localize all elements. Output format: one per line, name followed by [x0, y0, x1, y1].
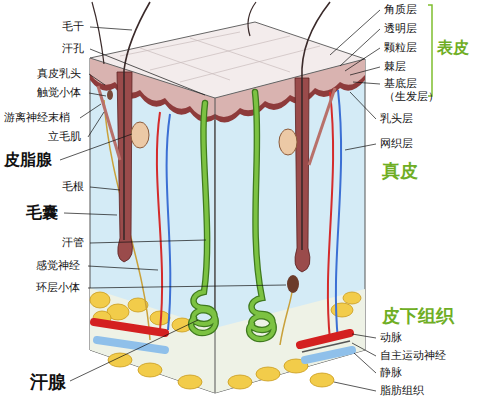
layer-label: 乳头层 [380, 112, 413, 125]
surface-creases [120, 32, 320, 82]
fat-cell [256, 367, 280, 381]
fat-cell [310, 373, 334, 387]
leader-line [89, 74, 105, 85]
leader-line [350, 67, 380, 75]
part-label: 毛根 [62, 180, 84, 193]
leader-line [354, 353, 376, 373]
layer-heading: 真皮 [382, 160, 418, 182]
part-label: 汗孔 [62, 42, 84, 55]
leader-line [88, 266, 158, 270]
leader-line [70, 320, 198, 381]
leader-line [89, 93, 106, 96]
left-face [90, 58, 215, 393]
sebaceous-gland [279, 129, 297, 155]
pacinian-corpuscle [287, 275, 299, 293]
layer-heading: 皮下组织 [382, 305, 454, 327]
layer-heading: 表皮 [437, 38, 469, 57]
part-label: 汗管 [62, 236, 84, 249]
part-label: 皮脂腺 [4, 150, 52, 169]
vein-tube [305, 350, 352, 360]
fat-tissue [90, 292, 361, 389]
meissner-corpuscle [107, 90, 113, 100]
hair-shaft [92, 2, 104, 64]
fat-cell [108, 353, 132, 367]
sweat-duct-outline [191, 103, 216, 333]
layer-label: 颗粒层 [384, 41, 417, 54]
leader-line [90, 187, 120, 190]
part-label: 脂肪组织 [380, 384, 424, 397]
part-label: 真皮乳头 [37, 67, 81, 80]
artery-tube [94, 322, 165, 333]
hair-shaft [124, 2, 150, 240]
part-label: 毛干 [62, 20, 84, 33]
layer-bracket [428, 5, 432, 96]
leader-line [88, 285, 286, 288]
part-label: 静脉 [380, 366, 402, 379]
part-label: 感觉神经 [36, 259, 80, 272]
leader-line [88, 112, 104, 137]
leader-line [334, 382, 376, 391]
part-label: 自主运动神经 [380, 349, 446, 362]
sweat-duct-outline [249, 92, 274, 339]
layer-label: 角质层 [384, 3, 417, 16]
fat-cell [228, 375, 252, 389]
subcutaneous-band [215, 289, 365, 393]
layer-label: 透明层 [384, 22, 417, 35]
arrector-muscle [98, 86, 120, 160]
leader-line [80, 104, 101, 118]
leader-line [90, 49, 205, 95]
sweat-gland [191, 92, 274, 339]
part-label: 环层小体 [36, 281, 80, 294]
part-label: 毛囊 [26, 203, 58, 222]
artery [328, 92, 333, 340]
part-label: 触觉小体 [37, 86, 81, 99]
leader-line [352, 334, 376, 338]
part-label: 动脉 [380, 331, 402, 344]
leader-line [353, 82, 380, 84]
vein [336, 90, 341, 340]
leader-line [345, 144, 376, 150]
leader-line [340, 29, 380, 66]
leader-lines [60, 10, 380, 391]
leader-line [90, 27, 132, 30]
leader-line [350, 92, 376, 119]
vein [167, 114, 171, 330]
fat-cell [331, 303, 353, 317]
leader-line [90, 240, 206, 243]
vein-tube [97, 340, 165, 350]
right-face [215, 59, 365, 393]
artery [157, 112, 162, 330]
sweat-duct [191, 103, 216, 333]
leader-line [64, 213, 117, 215]
layer-label: 网织层 [380, 137, 413, 150]
hair-shaft [248, 2, 256, 36]
part-label: 立毛肌 [48, 130, 81, 143]
part-label: 汗腺 [30, 371, 66, 393]
leader-line [345, 48, 380, 71]
sebaceous-gland [131, 122, 149, 148]
motor-nerve [302, 341, 350, 352]
sweat-duct [249, 92, 274, 339]
fat-cell [343, 292, 361, 304]
fat-cell [90, 292, 110, 308]
layer-label: 基底层 （生发层） [384, 77, 442, 103]
hair-shaft [302, 2, 330, 250]
arrector-muscle [309, 88, 335, 165]
part-label: 游离神经末梢 [4, 111, 70, 124]
leader-line [330, 10, 380, 55]
fat-cell [178, 375, 202, 389]
layer-label: 棘层 [384, 60, 406, 73]
nerve [280, 292, 292, 345]
fat-cell [138, 363, 162, 377]
block-edge [215, 98, 216, 393]
